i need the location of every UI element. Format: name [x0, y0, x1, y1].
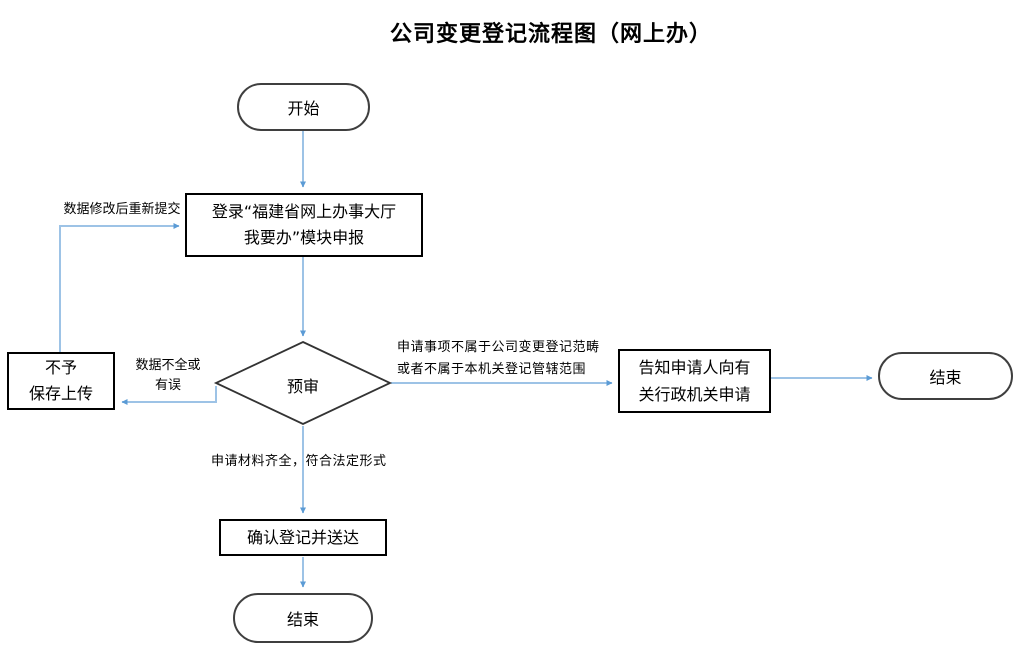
node-reject: 不予 保存上传	[7, 352, 115, 410]
node-review-label: 预审	[253, 373, 353, 397]
edge-label-complete-text: 申请材料齐全，符合法定形式	[211, 454, 387, 469]
node-confirm: 确认登记并送达	[219, 519, 387, 556]
node-reject-line1: 不予	[44, 358, 77, 377]
page-title: 公司变更登记流程图（网上办）	[389, 21, 712, 47]
node-start: 开始	[237, 83, 370, 131]
node-login-line2: 我要办”模块申报	[243, 228, 365, 247]
edge-label-incomplete-line2: 有误	[154, 378, 181, 393]
edge-label-out-of-scope-line2: 或者不属于本机关登记管辖范围	[397, 362, 587, 377]
edge-label-resubmit-text: 数据修改后重新提交	[63, 202, 181, 217]
node-notify-line2: 关行政机关申请	[638, 385, 751, 404]
node-confirm-label: 确认登记并送达	[246, 527, 359, 547]
edge-label-incomplete: 数据不全或 有误	[128, 356, 208, 396]
edge-label-complete: 申请材料齐全，符合法定形式	[211, 452, 411, 472]
edge-review-to-reject	[121, 386, 217, 405]
edge-label-resubmit: 数据修改后重新提交	[52, 200, 192, 220]
node-login: 登录“福建省网上办事大厅 我要办”模块申报	[185, 193, 423, 257]
node-notify-line1: 告知申请人向有	[638, 358, 751, 377]
node-login-line1: 登录“福建省网上办事大厅	[211, 202, 397, 221]
node-end-right: 结束	[878, 352, 1013, 400]
node-reject-line2: 保存上传	[28, 384, 93, 403]
edge-label-out-of-scope-line1: 申请事项不属于公司变更登记范畴	[397, 340, 600, 355]
edge-label-out-of-scope: 申请事项不属于公司变更登记范畴 或者不属于本机关登记管辖范围	[397, 337, 622, 381]
edge-reject-to-login-loop	[59, 223, 180, 352]
node-end-bottom: 结束	[233, 593, 373, 643]
node-notify: 告知申请人向有 关行政机关申请	[618, 349, 771, 413]
node-start-label: 开始	[287, 99, 320, 118]
node-end-bottom-label: 结束	[286, 610, 319, 629]
node-end-right-label: 结束	[929, 368, 962, 387]
decision-review-shape	[213, 341, 393, 425]
edge-label-incomplete-line1: 数据不全或	[135, 358, 201, 373]
node-review-text: 预审	[286, 377, 319, 396]
